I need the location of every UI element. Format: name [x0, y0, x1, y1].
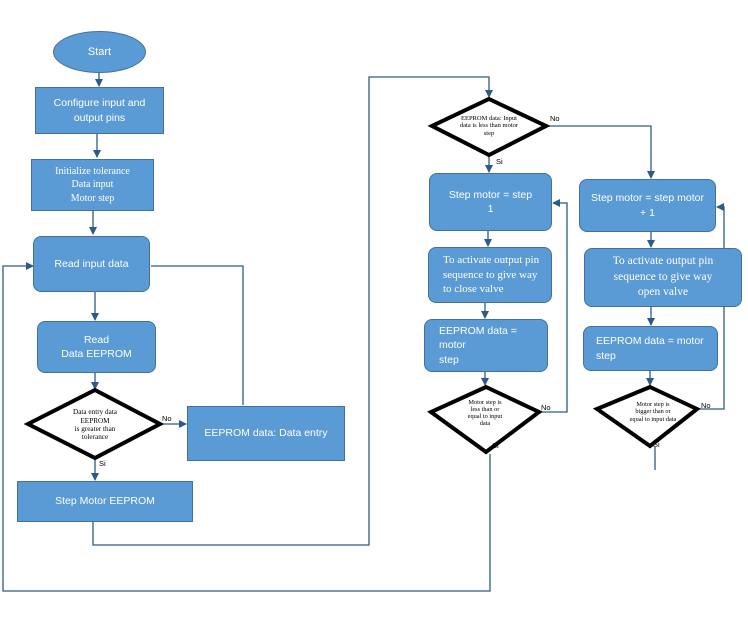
connector-eeprom-entry-loop [151, 265, 244, 405]
label-si-input-less: Si [496, 157, 503, 166]
step-motor-eeprom-box: Step Motor EEPROM [17, 481, 193, 522]
connector-step-motor-to-right [92, 76, 493, 546]
connector-decision-less-no-loop [538, 199, 568, 413]
decision-tolerance-label: Data entry data EEPROM is greater than t… [73, 408, 117, 442]
eeprom-motor-left-box: EEPROM data = motor step [424, 319, 548, 372]
read-input-box: Read input data [33, 236, 150, 292]
close-valve-box: To activate output pin sequence to give … [428, 247, 552, 303]
eeprom-data-entry-box: EEPROM data: Data entry [187, 406, 345, 461]
step-motor-minus-box: Step motor = step 1 [429, 173, 552, 231]
label-no-tolerance: No [162, 414, 172, 423]
read-eeprom-box: Read Data EEPROM [37, 321, 156, 373]
decision-input-less-shape [427, 96, 551, 158]
connector-decision-input-no-right [546, 125, 655, 179]
decision-bigger-equal-label: Motor step is bigger than or equal to in… [629, 401, 677, 423]
open-valve-box: To activate output pin sequence to give … [584, 248, 742, 307]
decision-input-less-label: EEPROM data: Input data is less than mot… [459, 114, 519, 137]
connector-decision-bigger-no-loop [697, 203, 725, 410]
connector-outer-loop [2, 262, 491, 592]
initialize-box: Initialize tolerance Data input Motor st… [31, 159, 154, 211]
eeprom-motor-right-box: EEPROM data = motor step [583, 326, 718, 371]
label-no-bigger-equal: No [701, 401, 711, 410]
start-label: Start [87, 46, 112, 58]
label-si-less-equal: Si [492, 441, 499, 450]
decision-less-equal-shape [427, 384, 543, 455]
decision-bigger-equal-shape [592, 384, 701, 449]
label-no-less-equal: No [541, 403, 551, 412]
step-motor-plus-box: Step motor = step motor + 1 [579, 179, 716, 232]
configure-pins-box: Configure input and output pins [35, 87, 164, 134]
decision-less-equal-label: Motor step is less than or equal to inpu… [467, 398, 503, 428]
label-si-bigger-equal: Si [653, 440, 660, 449]
label-si-tolerance: Si [99, 459, 106, 468]
start-node: Start [53, 31, 146, 73]
label-no-input-less: No [550, 114, 560, 123]
decision-tolerance-shape [23, 387, 165, 461]
